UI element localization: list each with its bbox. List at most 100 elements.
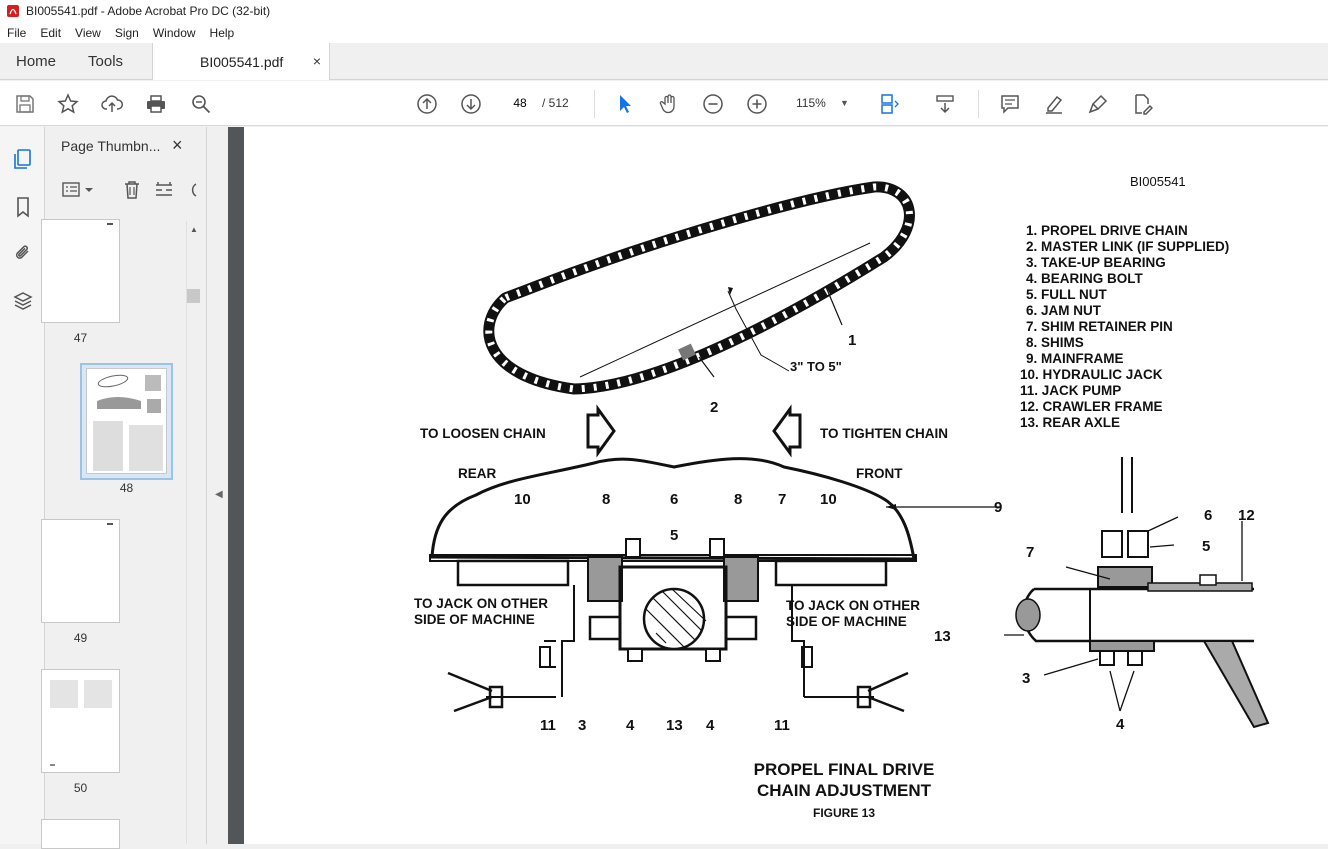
search-zoom-icon[interactable] [188, 91, 214, 117]
callout: 1 [848, 332, 856, 349]
thumbnail-label: 49 [73, 631, 88, 645]
thumbnail-label: 50 [73, 781, 88, 795]
legend-item: 7. SHIM RETAINER PIN [1026, 319, 1173, 334]
zoom-out-icon[interactable] [700, 91, 726, 117]
thumbnails-close-icon[interactable]: × [172, 135, 183, 155]
tab-document-label: BI005541.pdf [200, 53, 284, 70]
callout: 7 [778, 491, 786, 508]
collapse-panel-icon[interactable]: ◀ [215, 489, 223, 500]
thumbnail-page-50[interactable] [41, 669, 120, 773]
scrollbar-thumb[interactable] [187, 289, 200, 303]
menu-file[interactable]: File [7, 25, 27, 40]
callout: 4 [706, 717, 715, 734]
tighten-label: TO TIGHTEN CHAIN [820, 426, 948, 441]
legend-item: 4. BEARING BOLT [1026, 271, 1144, 286]
callout: 10 [820, 491, 837, 508]
page-total: / 512 [542, 96, 569, 110]
figure-caption-line1: PROPEL FINAL DRIVE [754, 760, 935, 779]
rotate-page-icon[interactable] [186, 180, 198, 200]
page-down-icon[interactable] [458, 91, 484, 117]
callout: 7 [1026, 544, 1034, 561]
callout: 5 [670, 527, 678, 544]
thumbnail-page-47[interactable] [41, 219, 120, 323]
legend-item: 2. MASTER LINK (IF SUPPLIED) [1026, 239, 1229, 254]
print-icon[interactable] [143, 91, 169, 117]
legend-item: 12. CRAWLER FRAME [1020, 399, 1163, 414]
menu-sign[interactable]: Sign [114, 25, 139, 40]
upload-icon[interactable] [99, 91, 125, 117]
jack-left-label-line2: SIDE OF MACHINE [414, 612, 535, 627]
doc-id: BI005541 [1130, 174, 1186, 189]
tab-document[interactable]: BI005541.pdf × [152, 43, 330, 80]
legend-item: 10. HYDRAULIC JACK [1020, 367, 1163, 382]
menu-window[interactable]: Window [152, 25, 196, 40]
menu-bar: File Edit View Sign Window Help [0, 22, 1328, 43]
fit-page-icon[interactable] [876, 91, 902, 117]
tab-close-icon[interactable]: × [312, 53, 321, 69]
tab-tools[interactable]: Tools [88, 53, 124, 70]
hand-icon[interactable] [656, 91, 682, 117]
panel-splitter[interactable]: ◀ [206, 127, 228, 844]
legend-item: 9. MAINFRAME [1026, 351, 1124, 366]
delete-page-icon[interactable] [122, 180, 142, 200]
page-number-input[interactable] [502, 91, 538, 115]
callout: 9 [994, 499, 1002, 516]
thumbnail-page-49[interactable] [41, 519, 120, 623]
callout: 6 [670, 491, 678, 508]
callout: 4 [1116, 716, 1125, 733]
select-cursor-icon[interactable] [612, 91, 638, 117]
menu-view[interactable]: View [75, 25, 101, 40]
thumbnail-options-icon[interactable] [62, 181, 96, 199]
zoom-dropdown-icon[interactable]: ▼ [840, 98, 849, 108]
callout: 2 [710, 399, 718, 416]
callout: 13 [934, 628, 951, 645]
extract-page-icon[interactable] [154, 180, 174, 200]
page-up-icon[interactable] [414, 91, 440, 117]
jack-right-label-line2: SIDE OF MACHINE [786, 614, 907, 629]
zoom-level[interactable]: 115% [796, 96, 826, 110]
figure-caption-line2: CHAIN ADJUSTMENT [757, 781, 932, 800]
comment-icon[interactable] [997, 91, 1023, 117]
star-icon[interactable] [55, 91, 81, 117]
front-label: FRONT [856, 466, 903, 481]
callout: 3 [1022, 670, 1030, 687]
callout: 11 [774, 717, 790, 734]
loosen-label: TO LOOSEN CHAIN [420, 426, 546, 441]
zoom-in-icon[interactable] [744, 91, 770, 117]
navigation-rail [0, 127, 45, 844]
scroll-up-icon[interactable]: ▲ [190, 225, 198, 234]
thumbnails-scrollbar[interactable]: ▲ [186, 221, 200, 844]
layers-icon[interactable] [11, 289, 35, 313]
save-icon[interactable] [12, 91, 38, 117]
mainframe-illustration [429, 457, 1000, 713]
scroll-mode-icon[interactable] [932, 91, 958, 117]
callout: 4 [626, 717, 635, 734]
highlight-icon[interactable] [1041, 91, 1067, 117]
callout: 13 [666, 717, 683, 734]
callout: 8 [734, 491, 742, 508]
page-thumbnails-icon[interactable] [11, 147, 35, 171]
tab-home[interactable]: Home [16, 53, 57, 70]
edit-pdf-icon[interactable] [1129, 91, 1155, 117]
drive-chain-illustration [483, 181, 915, 395]
bookmark-icon[interactable] [11, 195, 35, 219]
legend-item: 5. FULL NUT [1026, 287, 1108, 302]
loosen-arrow [586, 404, 616, 458]
sign-icon[interactable] [1085, 91, 1111, 117]
window-title-bar: BI005541.pdf - Adobe Acrobat Pro DC (32-… [0, 0, 1328, 22]
attachment-icon[interactable] [11, 241, 35, 265]
document-viewer[interactable]: BI005541 1. PROPEL DRIVE CHAIN 2. MASTER… [228, 127, 1328, 844]
rear-label: REAR [458, 466, 497, 481]
legend-item: 6. JAM NUT [1026, 303, 1102, 318]
dimension-label: 3" TO 5" [790, 359, 842, 374]
menu-help[interactable]: Help [209, 25, 235, 40]
bearing-detail-illustration [1004, 457, 1270, 729]
menu-edit[interactable]: Edit [40, 25, 62, 40]
tighten-arrow [772, 404, 802, 458]
thumbnail-page-48[interactable] [86, 368, 167, 474]
callout: 3 [578, 717, 586, 734]
jack-left-label-line1: TO JACK ON OTHER [414, 596, 548, 611]
thumbnail-label: 48 [119, 481, 134, 495]
thumbnail-page-51[interactable] [41, 819, 120, 849]
figure-number: FIGURE 13 [813, 806, 875, 820]
